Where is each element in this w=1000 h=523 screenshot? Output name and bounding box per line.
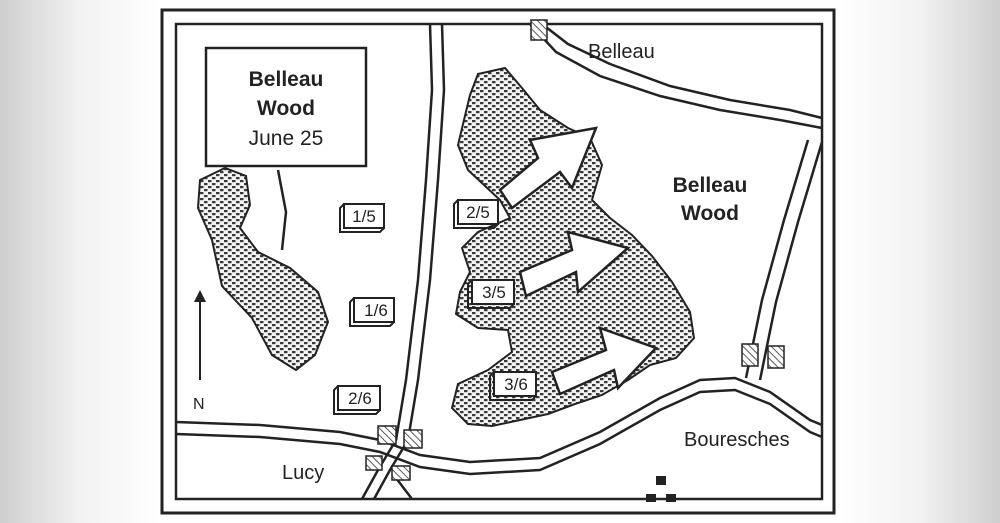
crossings <box>365 19 785 481</box>
crossing-lucy-1 <box>377 425 397 445</box>
crossing-north <box>530 19 548 41</box>
title-box-frame <box>204 46 368 168</box>
inner-frame <box>174 22 824 501</box>
title-line-1: Belleau <box>249 68 324 91</box>
unit-label: 2/6 <box>348 389 372 408</box>
title-box: Belleau Wood June 25 <box>204 46 368 168</box>
roads <box>175 23 824 500</box>
unit-2-6: 2/6 <box>333 385 381 415</box>
crossing-lucy-4 <box>391 465 411 481</box>
north-arrowhead-icon <box>194 290 206 302</box>
attack-arrows <box>498 126 659 396</box>
compass: N <box>193 290 206 413</box>
label-belleau-wood-1: Belleau <box>673 174 748 197</box>
crossing-lucy-2 <box>403 429 423 449</box>
crossing-east-1 <box>741 343 759 367</box>
label-belleau-wood-2: Wood <box>681 202 739 225</box>
attack-arrow-icon <box>498 126 598 210</box>
title-line-2: Wood <box>257 97 315 120</box>
attack-arrow-icon <box>518 230 631 298</box>
outer-frame <box>160 8 836 515</box>
north-label: N <box>193 396 205 413</box>
unit-label: 1/6 <box>364 301 388 320</box>
unit-label: 1/5 <box>352 207 376 226</box>
title-date: June 25 <box>249 127 324 150</box>
unit-label: 3/6 <box>504 375 528 394</box>
label-bouresches: Bouresches <box>684 429 790 451</box>
unit-1-6: 1/6 <box>349 297 395 327</box>
town-marker-bouresches <box>646 476 676 502</box>
unit-label: 3/5 <box>482 283 506 302</box>
unit-3-5: 3/5 <box>467 279 515 309</box>
crossing-lucy-3 <box>365 455 383 471</box>
forest-west <box>196 166 330 372</box>
unit-3-6: 3/6 <box>489 371 537 401</box>
unit-1-5: 1/5 <box>339 203 385 233</box>
unit-2-5: 2/5 <box>453 199 499 229</box>
crossing-east-2 <box>767 345 785 369</box>
label-belleau-village: Belleau <box>588 41 655 63</box>
label-lucy: Lucy <box>282 462 324 484</box>
attack-arrow-icon <box>550 326 659 396</box>
unit-label: 2/5 <box>466 203 490 222</box>
